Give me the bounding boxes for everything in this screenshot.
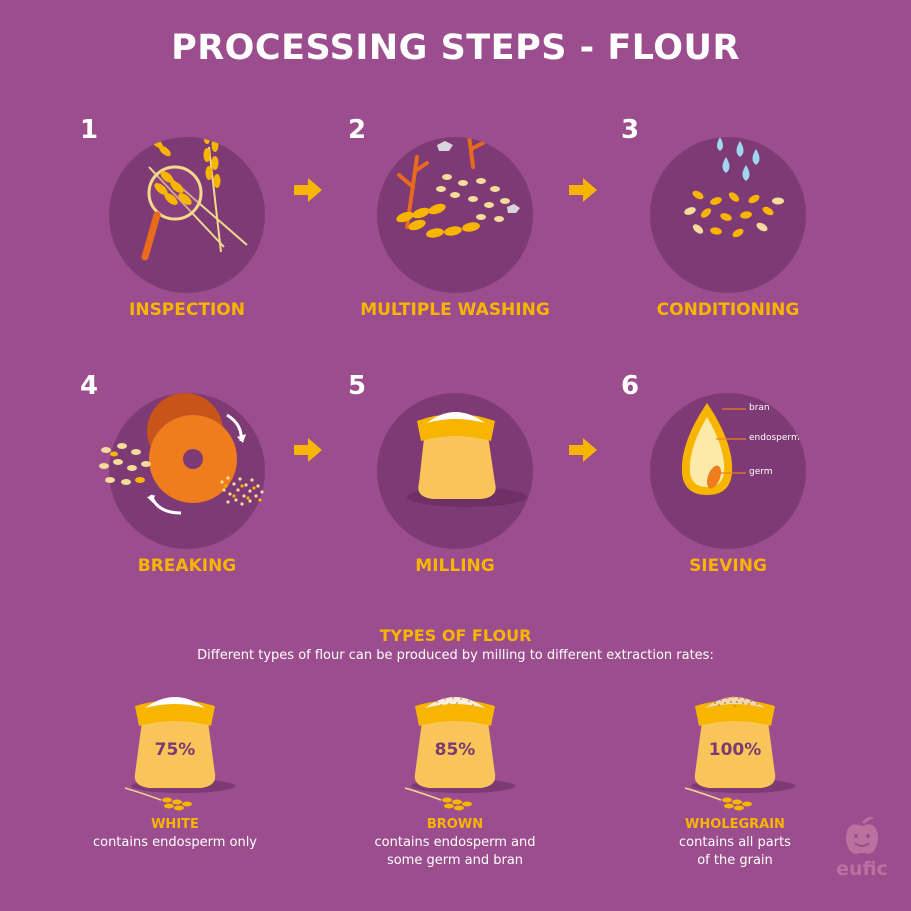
flour-description: contains endosperm and some germ and bra… [374, 835, 536, 868]
arrow-right-icon [294, 178, 322, 202]
step-illustration [377, 393, 533, 549]
apple-face-icon [846, 816, 878, 854]
step-label: CONDITIONING [656, 300, 800, 320]
flour-type-brown: 85% BROWN contains endosperm and some ge… [325, 690, 585, 870]
page-title: PROCESSING STEPS - FLOUR [171, 28, 740, 68]
flour-description: contains all parts of the grain [679, 835, 791, 868]
types-title: TYPES OF FLOUR [379, 626, 532, 645]
white-flour-sack-icon [124, 697, 235, 811]
flour-type-white: 75% WHITE contains endosperm only [45, 690, 305, 852]
step-conditioning: 3 [621, 115, 813, 320]
flour-sack-icon [407, 412, 527, 507]
extraction-rate: 85% [434, 740, 476, 760]
logo-text: eufic [836, 858, 888, 880]
arrow-right-icon [569, 178, 597, 202]
step-number: 3 [621, 115, 640, 145]
roller-mill-icon [147, 393, 246, 515]
step-breaking: 4 BREAKING [80, 371, 272, 576]
step-number: 2 [348, 115, 367, 145]
step-illustration [109, 393, 265, 549]
step-sieving: 6 bran endosperm germ SIEVING [621, 371, 813, 576]
step-label: BREAKING [137, 556, 237, 576]
step-label: INSPECTION [129, 300, 245, 320]
arrow-right-icon [569, 438, 597, 462]
water-drops-grains-icon [684, 137, 784, 238]
flour-name: WHITE [151, 817, 199, 832]
step-label: MULTIPLE WASHING [360, 300, 550, 320]
step-illustration [109, 137, 265, 293]
grains-icon [99, 443, 151, 485]
step-milling: 5 MILLING [348, 371, 540, 576]
step-label: MILLING [415, 556, 495, 576]
step-number: 1 [80, 115, 99, 145]
wholegrain-flour-sack-icon [684, 696, 795, 811]
step-illustration [650, 137, 806, 293]
step-inspection: 1 [80, 115, 272, 320]
extraction-rate: 100% [708, 740, 762, 760]
endosperm-label: endosperm [749, 433, 800, 443]
step-number: 5 [348, 371, 367, 401]
brown-flour-sack-icon [404, 697, 515, 811]
step-multiple-washing: 2 [348, 115, 550, 320]
washing-grains-icon [396, 137, 520, 238]
flour-type-wholegrain: 100% WHOLEGRAIN contains all parts of th… [605, 690, 865, 870]
step-number: 4 [80, 371, 99, 401]
step-number: 6 [621, 371, 640, 401]
flour-description: contains endosperm only [92, 835, 258, 850]
extraction-rate: 75% [154, 740, 196, 760]
bran-label: bran [749, 403, 770, 413]
step-illustration: bran endosperm germ [650, 393, 806, 549]
flour-name: BROWN [426, 817, 484, 832]
germ-label: germ [749, 467, 773, 477]
step-label: SIEVING [689, 556, 767, 576]
grain-cross-section-icon [681, 403, 746, 495]
magnifier-wheat-icon [141, 137, 248, 261]
types-subtitle: Different types of flour can be produced… [197, 648, 714, 663]
step-illustration [377, 137, 533, 293]
flour-name: WHOLEGRAIN [685, 817, 785, 832]
crushed-grain-icon [220, 476, 264, 506]
eufic-logo: eufic [832, 812, 892, 880]
arrow-right-icon [294, 438, 322, 462]
